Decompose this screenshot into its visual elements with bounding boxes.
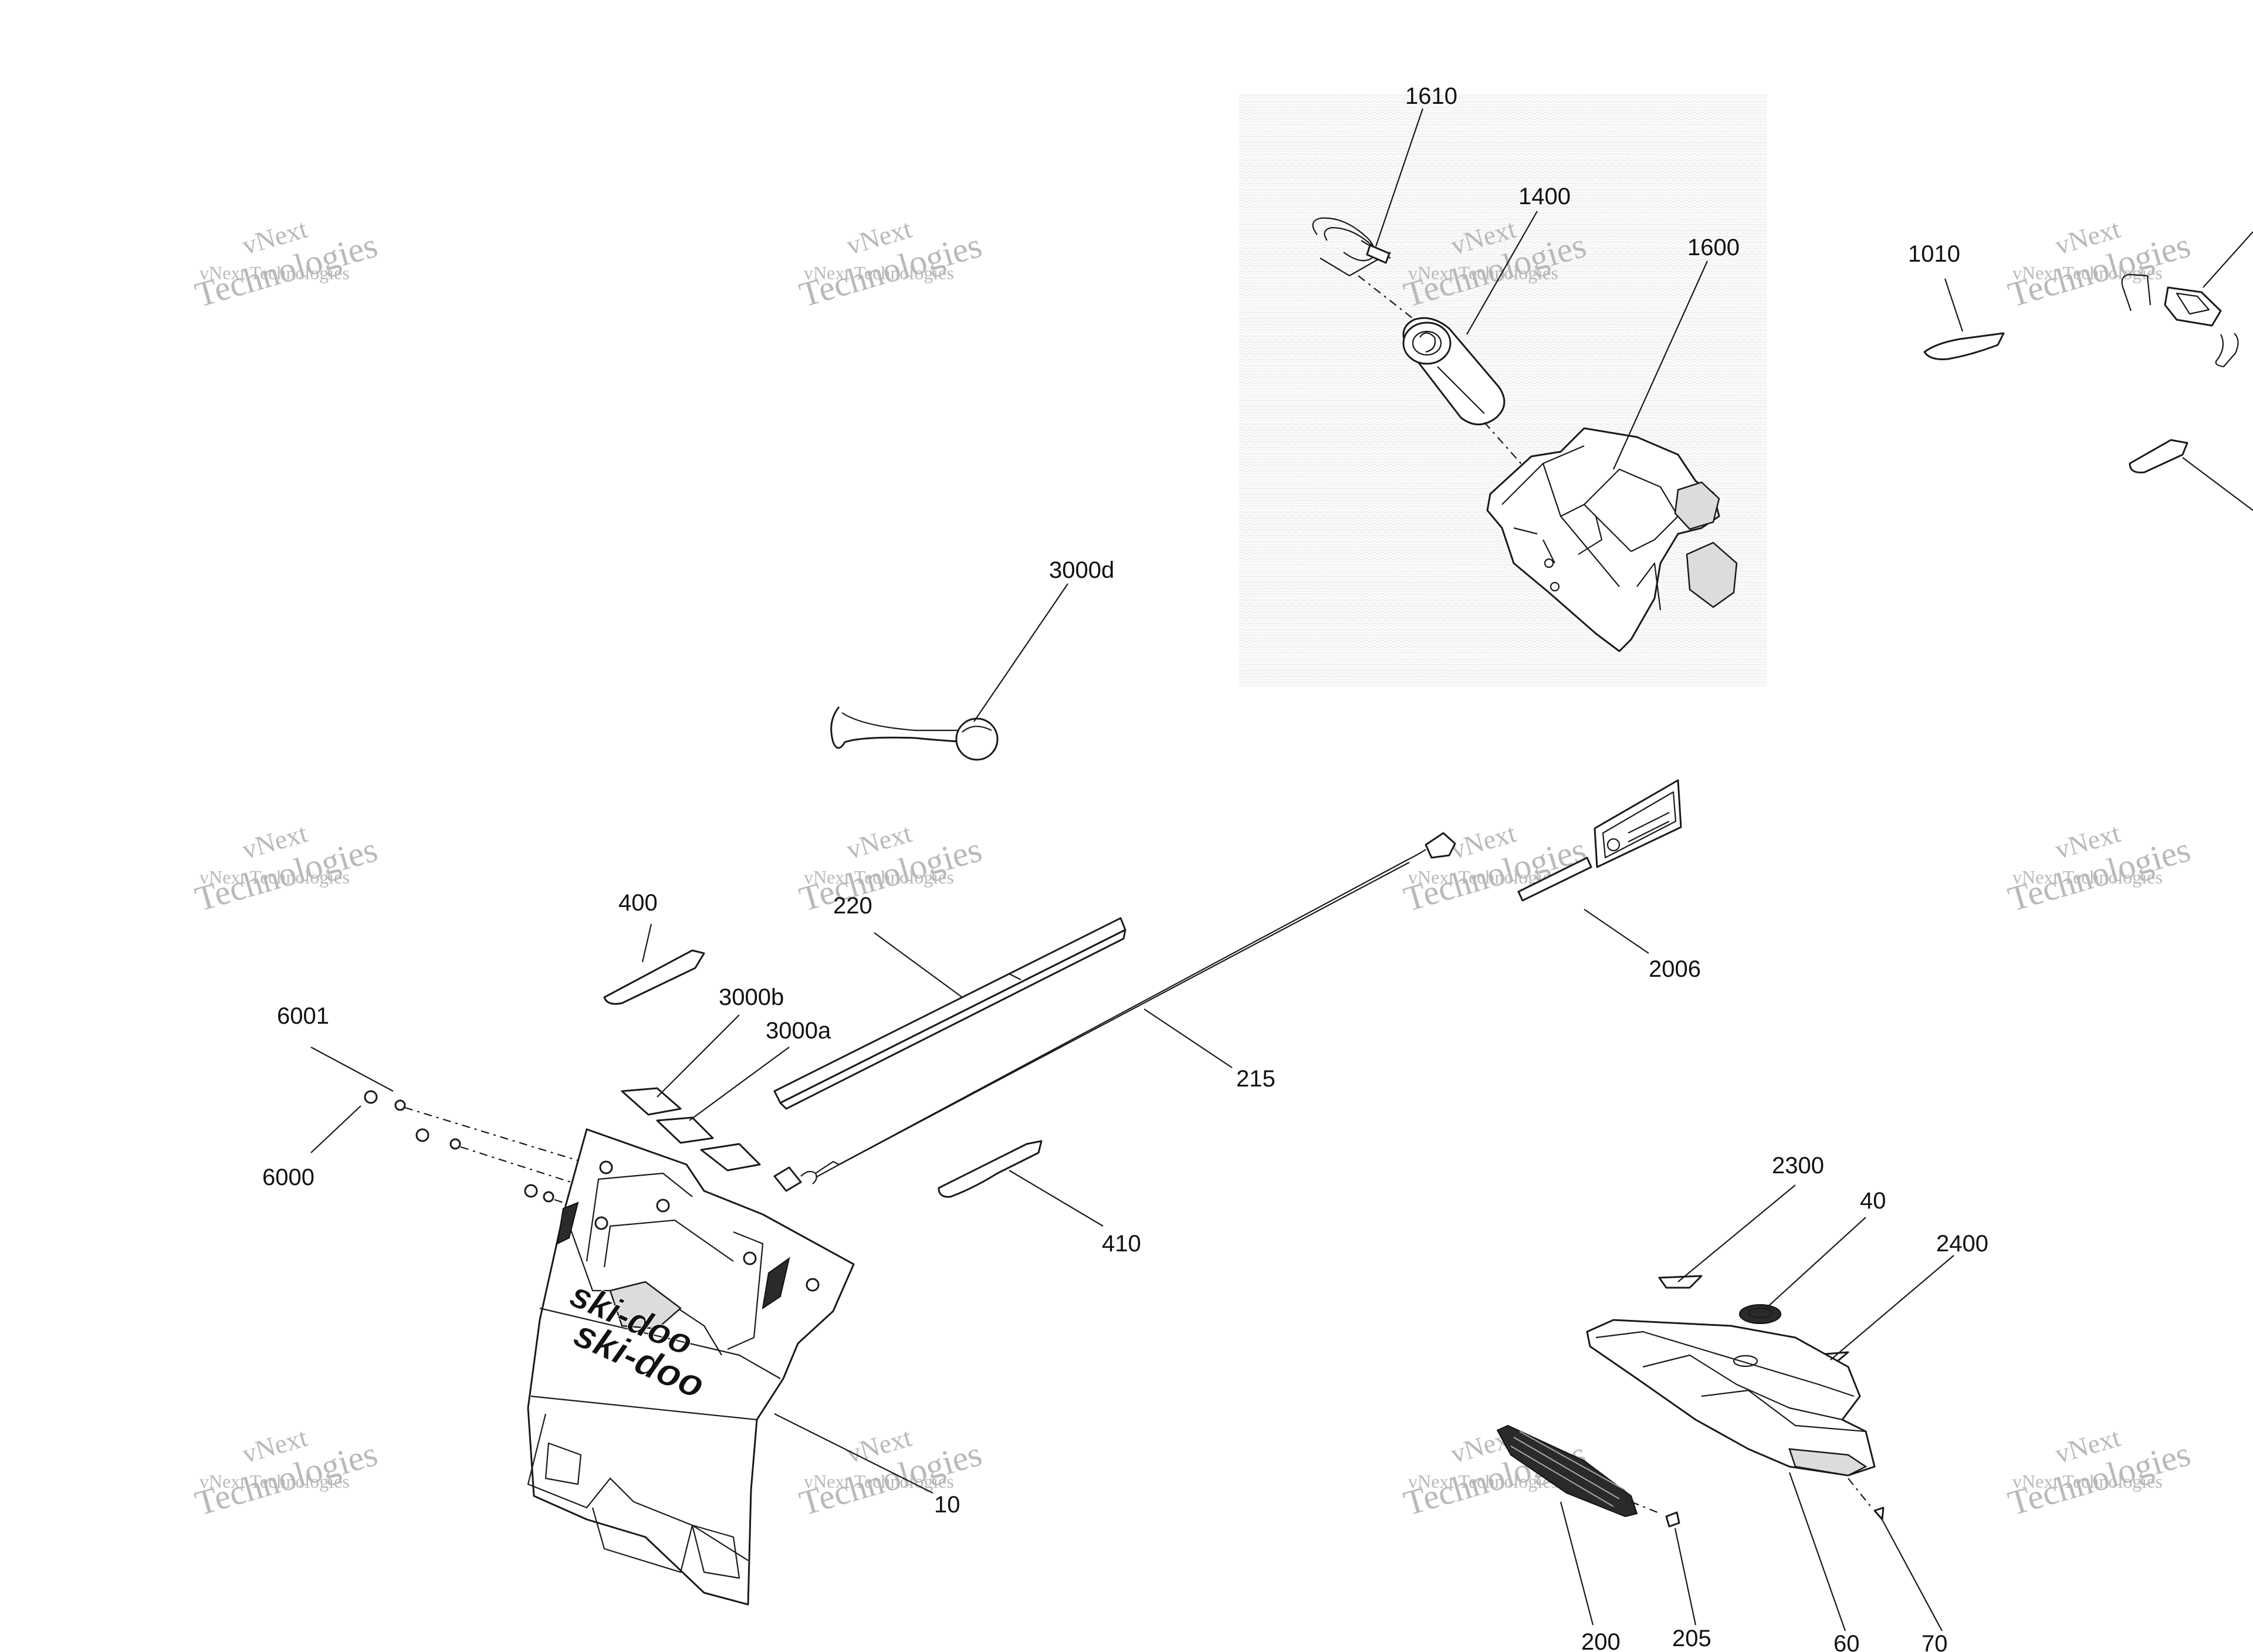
callout-2400: 2400 (1936, 1231, 1988, 1257)
callout-400: 400 (618, 890, 658, 916)
watermark: vNext Technologies vNext Technologies (191, 818, 381, 919)
assembly-axis-1610-1400 (1358, 275, 1426, 329)
svg-text:vNext Technologies: vNext Technologies (199, 262, 350, 283)
callout-6001: 6001 (277, 1003, 329, 1029)
svg-text:vNext Technologies: vNext Technologies (804, 866, 954, 888)
watermark: vNext Technologies vNext Technologies (1399, 818, 1590, 919)
callout-3000a: 3000a (766, 1018, 831, 1044)
assembly-axis-205 (1630, 1501, 1661, 1515)
watermark: vNext Technologies vNext Technologies (1399, 214, 1590, 314)
assembly-axis-70 (1848, 1478, 1872, 1508)
callout-220: 220 (833, 893, 872, 919)
callout-1010: 1010 (1908, 241, 1960, 267)
part-70-screw (1873, 1507, 1885, 1521)
callout-labels: 1610 1400 1600 1010 3000d 400 220 2006 3… (262, 83, 1988, 1652)
part-10-hood: ski-doo ski-doo (527, 1128, 855, 1606)
part-6000-6001-fasteners (364, 1090, 554, 1203)
leader-lines (310, 108, 1964, 1631)
svg-text:vNext Technologies: vNext Technologies (199, 1471, 350, 1492)
callout-410: 410 (1102, 1231, 1141, 1257)
part-220-trim-strip (773, 917, 1126, 1110)
part-side-decal (2129, 439, 2188, 473)
part-2300-decal (1658, 1275, 1703, 1289)
leader-line-partial-right (2182, 457, 2253, 511)
svg-text:vNext Technologies: vNext Technologies (2012, 262, 2163, 283)
svg-text:vNext Technologies: vNext Technologies (1408, 262, 1558, 283)
leader-line-partial-top-right (2203, 231, 2253, 288)
part-200-grille (1496, 1424, 1638, 1518)
part-3000a-decal (656, 1116, 761, 1172)
callout-2300: 2300 (1772, 1153, 1824, 1179)
callout-215: 215 (1236, 1066, 1276, 1092)
part-205-screw (1665, 1511, 1680, 1528)
part-60-console (1586, 1319, 1876, 1477)
svg-text:vNext Technologies: vNext Technologies (804, 262, 954, 283)
part-215-wire-harness (773, 832, 1456, 1192)
watermark-group: vNext Technologies vNext Technologies vN… (191, 214, 2194, 1523)
part-2006-plate (1517, 779, 1682, 902)
watermark: vNext Technologies vNext Technologies (795, 818, 986, 919)
svg-text:vNext Technologies: vNext Technologies (2012, 866, 2163, 888)
callout-1400: 1400 (1518, 184, 1571, 209)
callout-1610: 1610 (1405, 83, 1457, 109)
part-3000d-horn (830, 706, 999, 761)
callout-60: 60 (1833, 1631, 1860, 1652)
callout-40: 40 (1860, 1188, 1886, 1214)
svg-text:vNext Technologies: vNext Technologies (804, 1471, 954, 1492)
svg-text:vNext Technologies: vNext Technologies (199, 866, 350, 888)
watermark: vNext Technologies vNext Technologies (795, 214, 986, 314)
part-3000b-decal (621, 1087, 682, 1116)
part-410-decal (938, 1140, 1043, 1198)
callout-3000d: 3000d (1049, 557, 1114, 583)
assembly-axis-fastener-1 (404, 1106, 611, 1172)
callout-3000b: 3000b (719, 984, 784, 1010)
part-1600-housing (1486, 427, 1738, 652)
watermark: vNext Technologies vNext Technologies (191, 1422, 381, 1523)
part-40-emblem (1739, 1304, 1781, 1324)
watermark: vNext Technologies vNext Technologies (191, 214, 381, 314)
callout-70: 70 (1922, 1631, 1948, 1652)
part-latch-assembly (2121, 273, 2239, 368)
callout-10: 10 (934, 1492, 960, 1518)
watermark: vNext Technologies vNext Technologies (2004, 818, 2194, 919)
part-1400-cylinder (1402, 317, 1506, 425)
part-400-decal (603, 949, 705, 1005)
inset-textured-panel (1239, 94, 1767, 686)
svg-text:vNext Technologies: vNext Technologies (2012, 1471, 2163, 1492)
callout-200: 200 (1581, 1629, 1621, 1652)
watermark: vNext Technologies vNext Technologies (2004, 1422, 2194, 1523)
callout-2006: 2006 (1649, 956, 1701, 982)
svg-text:vNext Technologies: vNext Technologies (1408, 1471, 1558, 1492)
part-1010-decal (1923, 332, 2005, 360)
part-1610-clip (1312, 217, 1391, 276)
callout-205: 205 (1672, 1626, 1711, 1651)
callout-6000: 6000 (262, 1164, 314, 1190)
callout-1600: 1600 (1687, 235, 1740, 260)
